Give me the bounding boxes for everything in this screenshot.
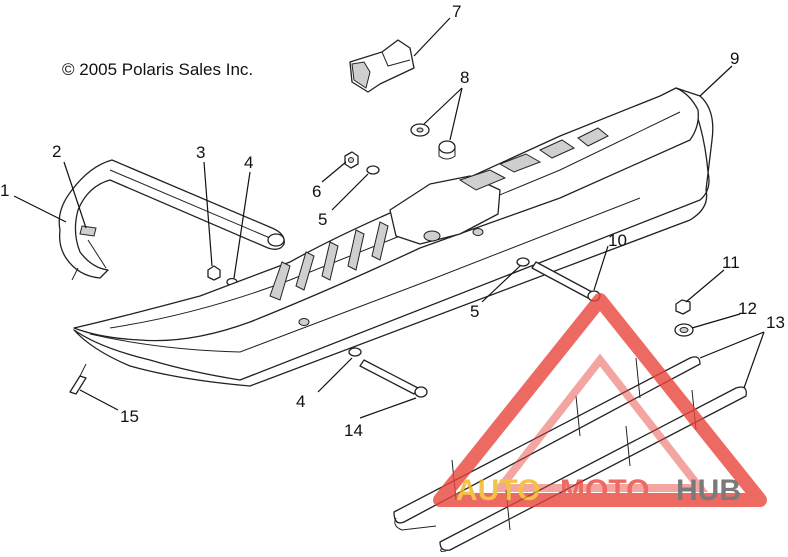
part-3-nut <box>207 265 221 281</box>
part-7-block <box>349 39 415 93</box>
callout-7: 7 <box>452 2 461 21</box>
part-8-washers <box>410 123 456 160</box>
callout-10: 10 <box>608 231 627 250</box>
leader-lines <box>13 17 765 419</box>
part-10-bolt <box>531 261 601 302</box>
callout-12: 12 <box>738 299 757 318</box>
callout-6: 6 <box>312 182 321 201</box>
part-14-bolt <box>359 359 428 398</box>
callout-2: 2 <box>52 142 61 161</box>
callout-14: 14 <box>344 421 363 440</box>
part-13-runners <box>393 356 747 553</box>
copyright-notice: © 2005 Polaris Sales Inc. <box>62 60 254 79</box>
callout-5-lower: 5 <box>470 302 479 321</box>
callout-4-upper: 4 <box>244 153 253 172</box>
callout-9: 9 <box>730 49 739 68</box>
callout-15: 15 <box>120 407 139 426</box>
callout-13: 13 <box>766 313 785 332</box>
callouts: 1 2 3 4 4 5 5 6 7 8 9 10 11 12 13 14 15 <box>0 2 785 440</box>
part-15-pin <box>69 363 87 395</box>
callout-5-upper: 5 <box>318 210 327 229</box>
part-11-nut <box>675 299 691 315</box>
callout-11: 11 <box>722 253 740 272</box>
watermark-text-auto: AUTO <box>456 474 540 507</box>
part-12-washer <box>674 323 694 337</box>
callout-4-lower: 4 <box>296 392 305 411</box>
part-9-ski <box>73 87 714 387</box>
watermark-text-hub: HUB <box>676 474 741 507</box>
callout-1: 1 <box>0 181 9 200</box>
watermark: AUTO MOTO HUB <box>433 293 767 507</box>
part-1-ski-loop <box>58 159 285 281</box>
callout-8: 8 <box>460 68 469 87</box>
watermark-triangle <box>433 293 767 507</box>
callout-3: 3 <box>196 143 205 162</box>
part-6-nut <box>344 151 359 169</box>
watermark-text-moto: MOTO <box>560 474 649 507</box>
part-4-washer-lower <box>348 347 362 357</box>
part-5-washer-side <box>516 257 530 267</box>
part-5-washer-top <box>366 165 380 175</box>
